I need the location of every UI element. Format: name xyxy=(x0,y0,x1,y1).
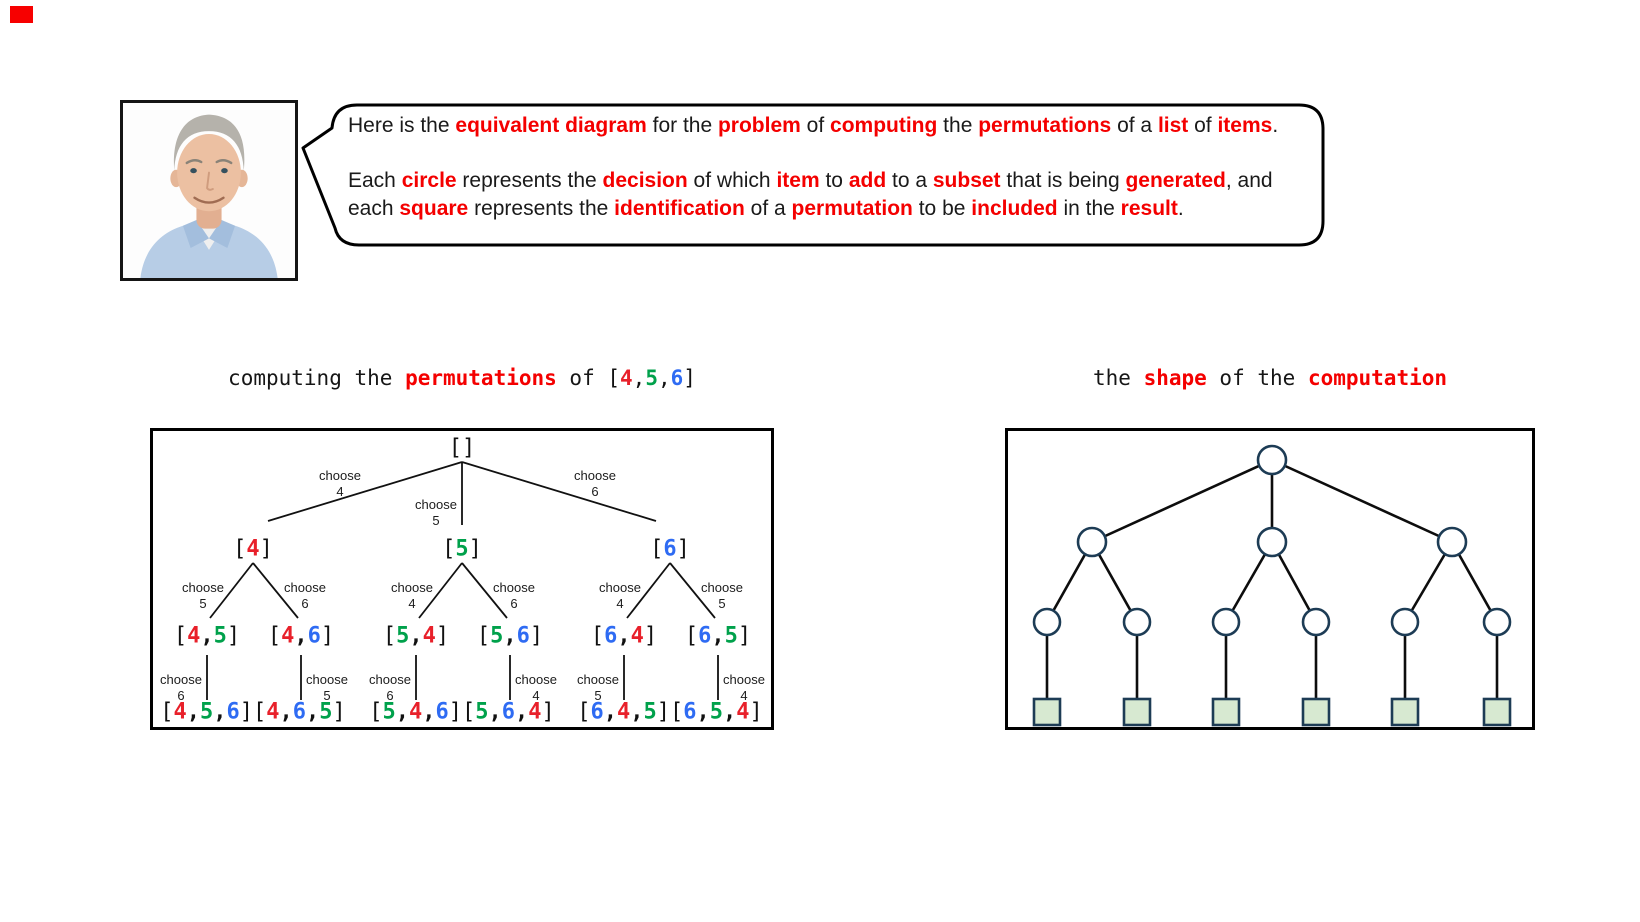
result-square xyxy=(1032,697,1062,727)
result-square xyxy=(1482,697,1512,727)
shape-edge xyxy=(1091,458,1273,544)
left-diagram-title: computing the permutations of [4,5,6] xyxy=(228,366,696,390)
result-square xyxy=(1211,697,1241,727)
computation-shape-panel xyxy=(1005,428,1535,730)
tree-node-label: [6] xyxy=(650,536,690,562)
decision-circle xyxy=(1122,607,1152,637)
result-square xyxy=(1301,697,1331,727)
speech-bubble xyxy=(301,103,1325,247)
tree-node-label: [4,5] xyxy=(173,623,241,649)
tree-node-label: [4,5,6][4,6,5] xyxy=(160,699,346,725)
speech-line-blank xyxy=(348,140,1313,168)
instructor-photo xyxy=(120,100,298,281)
right-diagram-title: the shape of the computation xyxy=(1092,366,1448,390)
decision-circle xyxy=(1211,607,1241,637)
decision-circle xyxy=(1436,526,1468,558)
shape-edge xyxy=(1271,458,1453,544)
tree-node-label: [5] xyxy=(442,536,482,562)
left-tree-edges xyxy=(150,428,774,730)
tree-node-label: [] xyxy=(448,435,476,461)
shape-edge xyxy=(1224,541,1274,623)
tree-node-label: [6,4,5][6,5,4] xyxy=(577,699,763,725)
tree-node-label: [6,4] xyxy=(590,623,658,649)
result-square xyxy=(1390,697,1420,727)
decision-circle xyxy=(1032,607,1062,637)
decision-circle xyxy=(1301,607,1331,637)
computation-shape-graph xyxy=(1005,428,1535,730)
decision-circle xyxy=(1390,607,1420,637)
speech-line-3: each square represents the identificatio… xyxy=(348,196,1184,220)
permutations-tree-panel: [] [4] [5] [6] [4,5] [4,6] [5,4] [5,6] [6,4] [6,5… xyxy=(150,428,774,730)
tree-node-label: [6,5] xyxy=(684,623,752,649)
decision-circle xyxy=(1076,526,1108,558)
decision-circle xyxy=(1482,607,1512,637)
tree-node-label: [4,6] xyxy=(267,623,335,649)
tree-node-label: [5,6] xyxy=(476,623,544,649)
tree-node-label: [5,4] xyxy=(382,623,450,649)
decision-circle-root xyxy=(1256,444,1288,476)
tree-node-label: [5,4,6][5,6,4] xyxy=(369,699,555,725)
instructor-portrait-graphic xyxy=(123,103,295,278)
recording-marker xyxy=(10,6,33,23)
panel-border xyxy=(150,428,774,730)
speech-line-1: Here is the equivalent diagram for the p… xyxy=(348,114,1279,137)
decision-circle xyxy=(1256,526,1288,558)
speech-line-2: Each circle represents the decision of w… xyxy=(348,169,1273,192)
panel-border xyxy=(1005,428,1535,730)
speech-bubble-outline xyxy=(301,103,1325,247)
result-square xyxy=(1122,697,1152,727)
speech-bubble-text: Here is the equivalent diagram for the p… xyxy=(348,112,1313,222)
shape-edge xyxy=(1403,541,1454,623)
tree-node-label: [4] xyxy=(233,536,273,562)
